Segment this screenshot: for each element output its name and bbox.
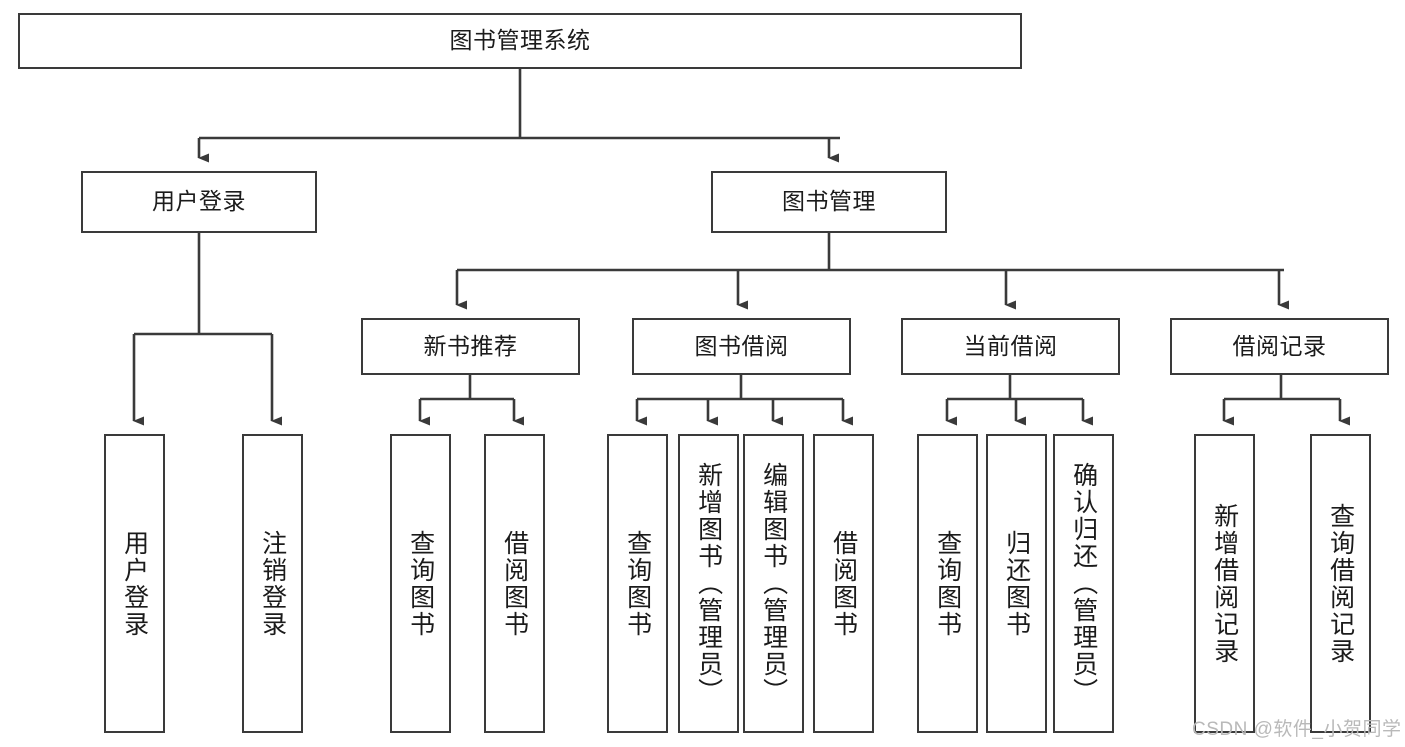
node-leaf-query-book-cur[interactable]: 查询图书 [917, 434, 978, 733]
node-current-borrow[interactable]: 当前借阅 [901, 318, 1120, 375]
node-new-book-rec-label: 新书推荐 [423, 332, 518, 359]
node-leaf-logout[interactable]: 注销登录 [242, 434, 303, 733]
node-user-login-label: 用户登录 [152, 188, 246, 215]
node-leaf-user-login-label: 用户登录 [120, 529, 149, 638]
node-leaf-return-book-label: 归还图书 [1002, 529, 1031, 638]
csdn-watermark: CSDN @软件_小贺同学 [1192, 719, 1402, 740]
node-leaf-query-book-borrow[interactable]: 查询图书 [607, 434, 668, 733]
node-leaf-borrow-book[interactable]: 借阅图书 [813, 434, 874, 733]
node-current-borrow-label: 当前借阅 [963, 332, 1058, 359]
node-leaf-user-login[interactable]: 用户登录 [104, 434, 165, 733]
node-leaf-edit-book[interactable]: 编辑图书（管理员） [743, 434, 804, 733]
node-borrow-record-label: 借阅记录 [1232, 332, 1327, 359]
node-leaf-query-record-label: 查询借阅记录 [1326, 502, 1355, 665]
node-leaf-query-record[interactable]: 查询借阅记录 [1310, 434, 1371, 733]
node-book-manage[interactable]: 图书管理 [711, 171, 947, 233]
node-borrow-record[interactable]: 借阅记录 [1170, 318, 1389, 375]
node-leaf-borrow-book-rec-label: 借阅图书 [500, 529, 529, 638]
node-leaf-add-record-label: 新增借阅记录 [1210, 502, 1239, 665]
node-root-label: 图书管理系统 [449, 27, 591, 54]
node-book-borrow[interactable]: 图书借阅 [632, 318, 851, 375]
node-leaf-query-book-rec[interactable]: 查询图书 [390, 434, 451, 733]
node-leaf-query-book-cur-label: 查询图书 [933, 529, 962, 638]
node-book-borrow-label: 图书借阅 [694, 332, 789, 359]
node-leaf-borrow-book-label: 借阅图书 [829, 529, 858, 638]
node-leaf-confirm-return[interactable]: 确认归还（管理员） [1053, 434, 1114, 733]
node-leaf-query-book-rec-label: 查询图书 [406, 529, 435, 638]
node-leaf-add-record[interactable]: 新增借阅记录 [1194, 434, 1255, 733]
node-leaf-borrow-book-rec[interactable]: 借阅图书 [484, 434, 545, 733]
node-user-login[interactable]: 用户登录 [81, 171, 317, 233]
node-leaf-confirm-return-label: 确认归还（管理员） [1069, 462, 1098, 705]
node-new-book-rec[interactable]: 新书推荐 [361, 318, 580, 375]
node-leaf-add-book-label: 新增图书（管理员） [694, 462, 723, 705]
node-leaf-query-book-borrow-label: 查询图书 [623, 529, 652, 638]
node-book-manage-label: 图书管理 [782, 188, 876, 215]
node-leaf-add-book[interactable]: 新增图书（管理员） [678, 434, 739, 733]
node-leaf-logout-label: 注销登录 [258, 529, 287, 638]
node-leaf-return-book[interactable]: 归还图书 [986, 434, 1047, 733]
node-leaf-edit-book-label: 编辑图书（管理员） [759, 462, 788, 705]
node-root[interactable]: 图书管理系统 [18, 13, 1022, 69]
